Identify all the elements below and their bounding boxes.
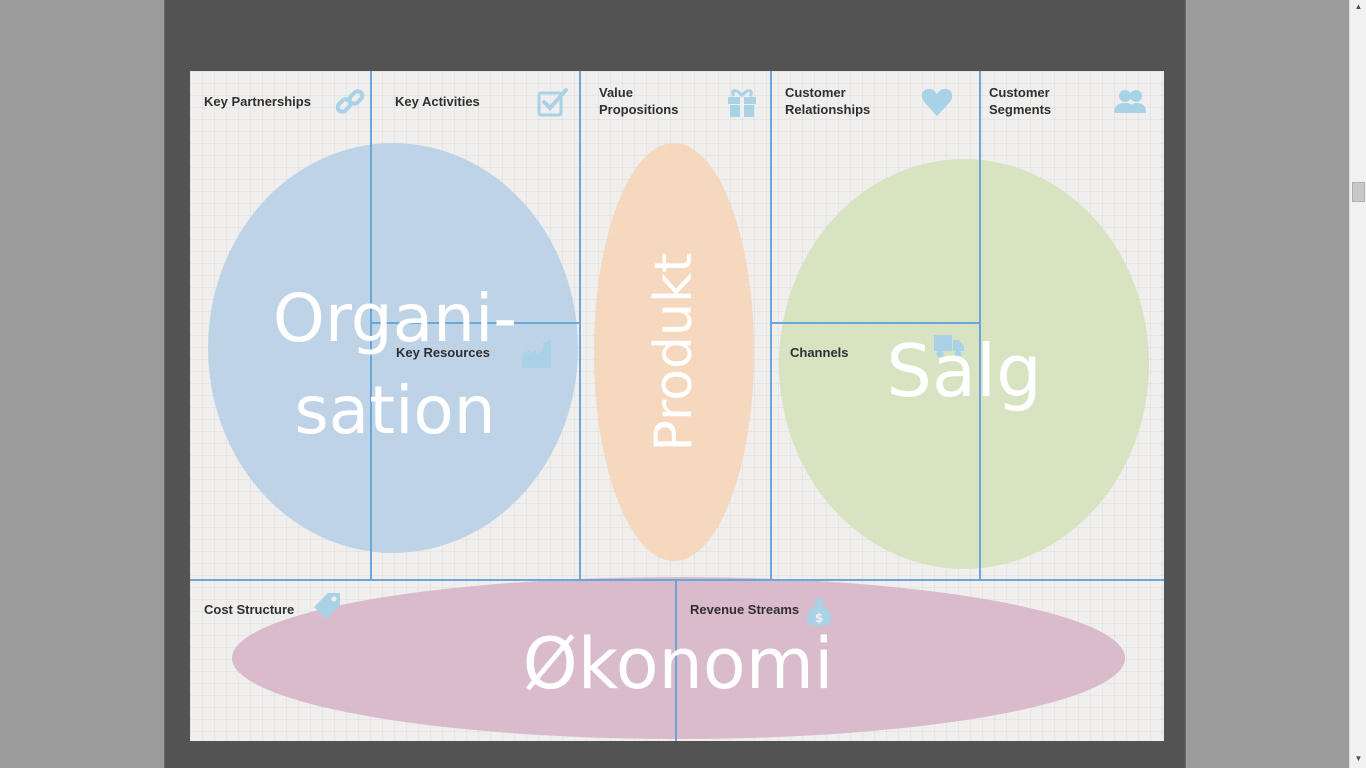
okonomi-overlay-text: Økonomi — [522, 623, 834, 705]
people-icon — [1114, 90, 1146, 113]
customer-relationships-label: Customer Relationships — [785, 85, 871, 117]
revenue-streams-label: Revenue Streams — [690, 602, 800, 617]
produkt-overlay-text: Produkt — [644, 252, 704, 452]
link-icon — [335, 89, 365, 114]
grid-line — [190, 579, 1164, 581]
grid-line — [371, 322, 580, 324]
grid-line — [770, 71, 772, 580]
salg-overlay-text: Salg — [886, 329, 1042, 413]
organisation-overlay-text: Organi- sation — [272, 280, 518, 449]
grid-line — [370, 71, 372, 580]
checkbox-icon — [537, 88, 568, 117]
grid-line — [675, 580, 677, 741]
scroll-up-arrow[interactable]: ▲ — [1354, 2, 1363, 11]
heart-icon — [921, 88, 953, 116]
grid-line — [979, 71, 981, 580]
channels-label: Channels — [790, 345, 849, 360]
cost-structure-label: Cost Structure — [204, 602, 295, 617]
svg-text:$: $ — [815, 611, 823, 625]
grid-line — [771, 322, 980, 324]
organisation-ellipse — [208, 143, 578, 553]
value-propositions-label: Value Propositions — [599, 85, 679, 117]
scroll-down-arrow[interactable]: ▼ — [1354, 754, 1363, 763]
vertical-scrollbar[interactable]: ▲ ▼ — [1349, 0, 1366, 768]
grid-line — [579, 71, 581, 580]
salg-ellipse — [779, 159, 1149, 569]
truck-icon — [934, 335, 964, 358]
gift-icon — [728, 89, 756, 117]
key-resources-label: Key Resources — [396, 345, 490, 360]
key-activities-label: Key Activities — [395, 94, 480, 109]
produkt-ellipse — [594, 143, 754, 561]
price-tag-icon — [314, 593, 340, 619]
factory-icon — [522, 340, 551, 368]
key-partnerships-label: Key Partnerships — [204, 94, 311, 109]
customer-segments-label: Customer Segments — [989, 85, 1052, 117]
money-bag-icon: $ — [806, 599, 832, 626]
scroll-thumb[interactable] — [1352, 182, 1365, 202]
business-model-canvas: Key Partnerships Key Activities Key Reso… — [190, 71, 1164, 741]
okonomi-ellipse — [232, 577, 1125, 739]
